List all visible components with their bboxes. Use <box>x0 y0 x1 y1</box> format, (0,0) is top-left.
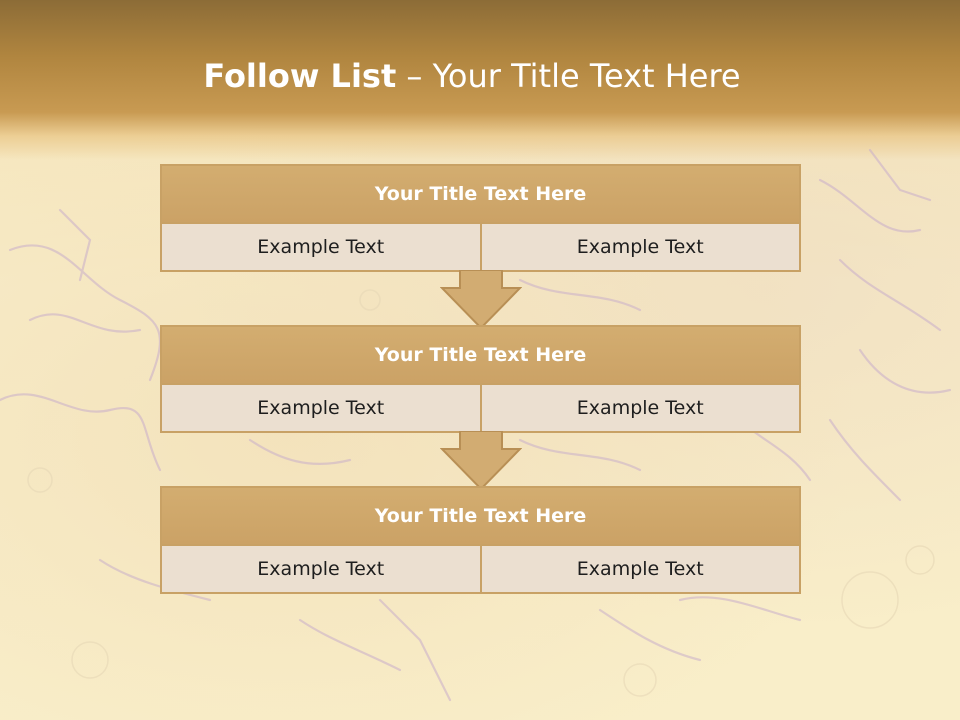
block-title: Your Title Text Here <box>162 327 799 385</box>
down-arrow-icon <box>440 270 522 330</box>
flow-block-3: Your Title Text Here Example Text Exampl… <box>160 486 801 594</box>
slide-title: Follow List – Your Title Text Here <box>0 52 944 100</box>
title-rest-part: – Your Title Text Here <box>396 57 741 95</box>
block-cell-right: Example Text <box>479 224 799 270</box>
flow-block-2: Your Title Text Here Example Text Exampl… <box>160 325 801 433</box>
down-arrow-icon <box>440 431 522 491</box>
block-cell-right: Example Text <box>479 546 799 592</box>
title-bold-part: Follow List <box>203 57 397 95</box>
block-cell-right: Example Text <box>479 385 799 431</box>
block-row: Example Text Example Text <box>162 546 799 592</box>
block-cell-left: Example Text <box>162 385 480 431</box>
block-row: Example Text Example Text <box>162 385 799 431</box>
block-row: Example Text Example Text <box>162 224 799 270</box>
block-title: Your Title Text Here <box>162 488 799 546</box>
block-cell-left: Example Text <box>162 224 480 270</box>
header-band <box>0 0 960 160</box>
flow-block-1: Your Title Text Here Example Text Exampl… <box>160 164 801 272</box>
block-title: Your Title Text Here <box>162 166 799 224</box>
block-cell-left: Example Text <box>162 546 480 592</box>
